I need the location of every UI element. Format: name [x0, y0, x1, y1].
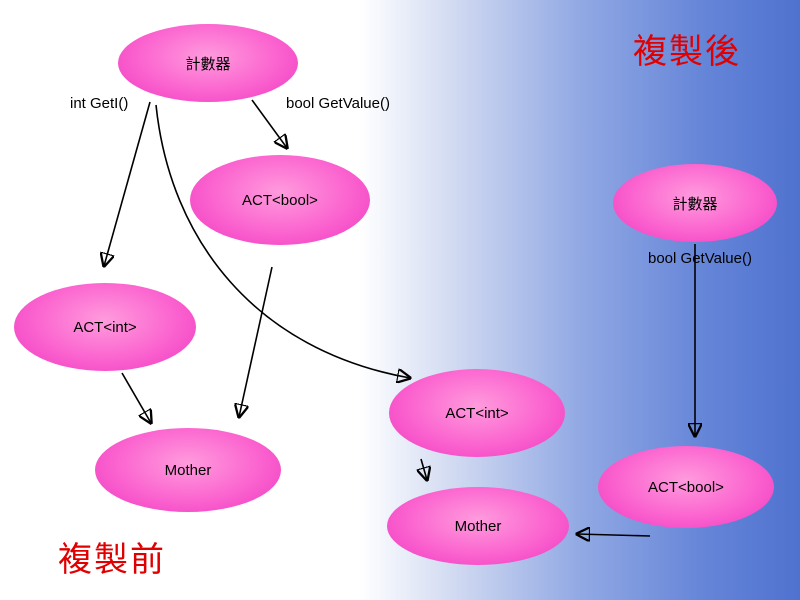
- node-act-bool-after: ACT<bool>: [598, 446, 774, 528]
- title-before-copy: 複製前: [58, 541, 166, 579]
- arrow-act-int-to-mother-before: [121, 372, 151, 423]
- arrow-act-bool-to-mother-before: [239, 266, 273, 417]
- node-mother-after: Mother: [387, 487, 569, 565]
- node-act-bool-before-label: ACT<bool>: [242, 191, 318, 209]
- edge-label-bool-getvalue-before: bool GetValue(): [286, 95, 390, 112]
- node-mother-after-label: Mother: [454, 517, 502, 535]
- node-mother-before-label: Mother: [164, 461, 212, 479]
- title-after-copy: 複製後: [633, 33, 741, 71]
- node-mother-before: Mother: [95, 428, 281, 512]
- node-counter-after: 計數器: [613, 164, 777, 242]
- arrow-counter-to-act-bool-before: [251, 99, 287, 148]
- node-act-bool-before: ACT<bool>: [190, 155, 370, 245]
- node-act-int-before-label: ACT<int>: [73, 318, 137, 336]
- node-counter-after-label: 計數器: [672, 195, 718, 213]
- arrow-counter-to-act-int-before: [104, 101, 151, 266]
- node-counter-before-label: 計數器: [185, 55, 231, 73]
- arrow-act-bool-to-mother-after: [577, 534, 651, 536]
- arrow-act-int-to-mother-after: [421, 458, 427, 480]
- edge-label-bool-getvalue-after: bool GetValue(): [648, 250, 752, 267]
- node-act-int-before: ACT<int>: [14, 283, 196, 371]
- edge-label-int-geti: int GetI(): [70, 95, 129, 112]
- node-act-int-after: ACT<int>: [389, 369, 565, 457]
- node-act-bool-after-label: ACT<bool>: [648, 478, 724, 496]
- node-counter-before: 計數器: [118, 24, 298, 102]
- node-act-int-after-label: ACT<int>: [445, 404, 509, 422]
